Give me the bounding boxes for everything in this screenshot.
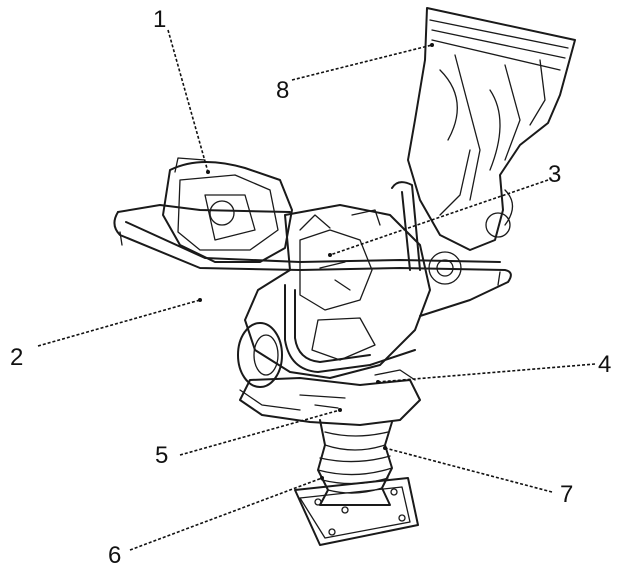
- leader-7: [384, 447, 553, 493]
- callout-2: 2: [10, 344, 23, 371]
- tamping-foot: [294, 477, 419, 546]
- callout-3: 3: [548, 161, 561, 188]
- leader-2: [37, 299, 201, 347]
- upper-housing: [407, 7, 576, 251]
- callout-6: 6: [108, 542, 121, 566]
- callout-7: 7: [560, 481, 573, 508]
- engine-block: [244, 204, 511, 379]
- callout-4: 4: [598, 351, 611, 378]
- leader-6: [129, 477, 323, 551]
- air-cleaner: [162, 157, 293, 263]
- leader-5: [179, 409, 341, 456]
- callout-8: 8: [276, 77, 289, 104]
- tamping-rammer-drawing: [113, 7, 576, 546]
- guard-handle: [113, 181, 512, 373]
- leader-8: [291, 44, 433, 81]
- recoil-starter: [237, 322, 301, 411]
- leader-3: [329, 179, 549, 256]
- crankcase: [239, 369, 421, 426]
- callout-1: 1: [153, 6, 166, 33]
- callout-labels: 1 2 3 4 5 6 7 8: [10, 6, 611, 566]
- callout-5: 5: [155, 442, 168, 469]
- leader-4: [377, 363, 596, 383]
- leader-1: [167, 29, 209, 173]
- leader-lines: [37, 29, 596, 551]
